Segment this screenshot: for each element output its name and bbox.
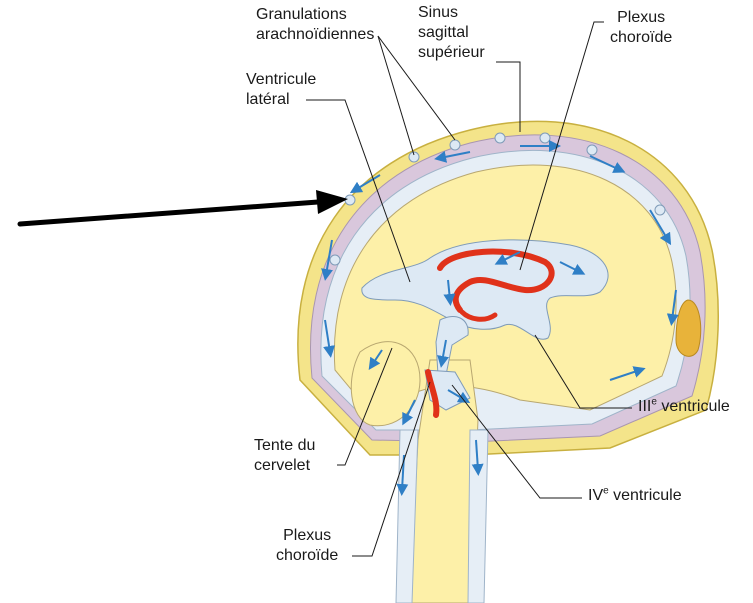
label-plexus-bottom: Plexus choroïde bbox=[276, 526, 338, 566]
pointer-arrow bbox=[20, 190, 348, 224]
leader-granulations-2 bbox=[378, 36, 414, 155]
label-plexus-top: Plexus choroïde bbox=[610, 8, 672, 48]
label-ventricule-lateral: Ventricule latéral bbox=[246, 70, 316, 110]
label-tente: Tente du cervelet bbox=[254, 436, 315, 476]
label-fourth-ventricle: IVe ventricule bbox=[588, 486, 682, 506]
label-third-ventricle: IIIe ventricule bbox=[638, 397, 730, 417]
label-sinus: Sinus sagittal supérieur bbox=[418, 3, 485, 63]
label-granulations: Granulations arachnoïdiennes bbox=[256, 5, 374, 45]
